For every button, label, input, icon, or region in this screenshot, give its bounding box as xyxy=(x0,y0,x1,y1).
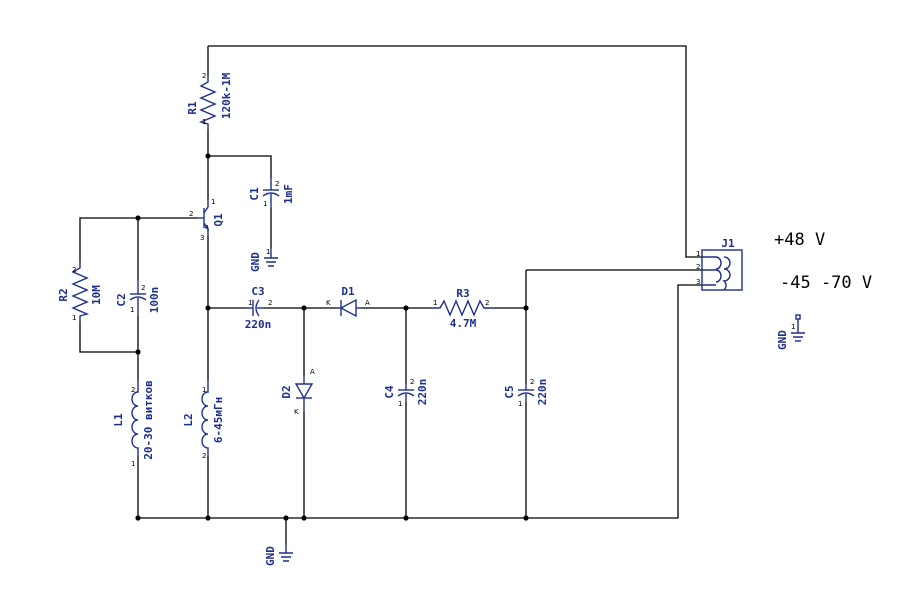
pin-number: 1 xyxy=(263,200,267,208)
c3-value-label: 220n xyxy=(245,318,272,331)
c2-ref-label: C2 xyxy=(115,293,128,306)
c4-value-label: 220n xyxy=(416,379,429,406)
ground-symbol-main: GND xyxy=(264,545,293,566)
pin-number: 1 xyxy=(202,118,206,126)
pin-number: 2 xyxy=(141,284,145,292)
junction-dot xyxy=(403,515,409,521)
pin-number: 2 xyxy=(275,180,279,188)
wires xyxy=(79,45,702,545)
inductor-l2: 1 2 L2 6-45мГн xyxy=(182,380,225,460)
resistor-r2: 2 1 R2 10M xyxy=(57,262,103,322)
j1-ref-label: J1 xyxy=(721,237,735,250)
capacitor-c1: 2 1 C1 1mF xyxy=(248,178,295,208)
junction-dot xyxy=(205,305,211,311)
gnd-label: GND xyxy=(264,546,277,566)
junction-dot xyxy=(205,515,211,521)
junction-dot xyxy=(283,515,289,521)
c5-value-label: 220n xyxy=(536,379,549,406)
pin-number: 1 xyxy=(433,299,437,307)
c4-ref-label: C4 xyxy=(383,385,396,399)
pin-number: 1 xyxy=(72,314,76,322)
resistor-r1: 2 1 R1 120k-1M xyxy=(186,72,233,130)
pin-number: 3 xyxy=(200,234,204,242)
junctions xyxy=(135,153,529,521)
c1-value-label: 1mF xyxy=(282,184,295,204)
pin-number: 2 xyxy=(72,266,76,274)
transistor-q1: 1 2 3 Q1 xyxy=(189,198,225,242)
q1-ref-label: Q1 xyxy=(212,213,225,227)
pin-number: 1 xyxy=(518,400,522,408)
ground-symbol-c1: 1 GND xyxy=(249,248,278,272)
voltage-plus-annotation: +48 V xyxy=(774,230,825,250)
r2-value-label: 10M xyxy=(90,285,103,305)
junction-dot xyxy=(523,515,529,521)
voltage-minus-annotation: -45 -70 V xyxy=(780,273,872,293)
anode-label: A xyxy=(310,368,315,376)
diode-d2: A K D2 xyxy=(280,368,315,416)
junction-dot xyxy=(403,305,409,311)
capacitor-c4: 2 1 C4 220n xyxy=(383,378,429,408)
pin-number: 1 xyxy=(248,299,252,307)
l1-value-label: 20-30 витков xyxy=(142,380,155,459)
pin-number: 3 xyxy=(696,278,700,286)
junction-dot xyxy=(301,305,307,311)
gnd-label: GND xyxy=(776,330,789,350)
r3-ref-label: R3 xyxy=(456,287,469,300)
capacitor-c5: 2 1 C5 220n xyxy=(503,378,549,408)
capacitor-c3: 1 2 C3 220n xyxy=(245,285,273,331)
ground-symbol-right: 1 GND xyxy=(776,314,805,350)
pin-number: 1 xyxy=(130,306,134,314)
c1-ref-label: C1 xyxy=(248,187,261,201)
c5-ref-label: C5 xyxy=(503,385,516,398)
r1-ref-label: R1 xyxy=(186,101,199,115)
c2-value-label: 100n xyxy=(148,287,161,314)
resistor-r3: 1 2 R3 4.7M xyxy=(432,287,494,330)
pin-number: 1 xyxy=(791,323,795,331)
cathode-label: K xyxy=(326,299,331,307)
pin-number: 2 xyxy=(189,210,193,218)
l2-value-label: 6-45мГн xyxy=(212,397,225,443)
pin-number: 1 xyxy=(696,250,700,258)
d2-ref-label: D2 xyxy=(280,385,293,398)
c3-ref-label: C3 xyxy=(251,285,264,298)
pin-number: 2 xyxy=(202,452,206,460)
gnd-label: GND xyxy=(249,252,262,272)
diode-d1: K A D1 xyxy=(326,285,370,318)
pin-number: 2 xyxy=(131,386,135,394)
anode-label: A xyxy=(365,299,370,307)
junction-dot xyxy=(205,153,211,159)
d1-ref-label: D1 xyxy=(341,285,355,298)
r1-value-label: 120k-1M xyxy=(220,72,233,119)
junction-dot xyxy=(135,349,141,355)
pin-number: 2 xyxy=(696,263,700,271)
pin-number: 2 xyxy=(530,378,534,386)
junction-dot xyxy=(523,305,529,311)
l2-ref-label: L2 xyxy=(182,413,195,426)
pin-number: 1 xyxy=(202,386,206,394)
capacitor-c2: 2 1 C2 100n xyxy=(115,280,161,316)
pin-number: 2 xyxy=(268,299,272,307)
inductor-l1: 2 1 L1 20-30 витков xyxy=(112,380,155,468)
pin-number: 1 xyxy=(131,460,135,468)
pin-number: 2 xyxy=(485,299,489,307)
l1-ref-label: L1 xyxy=(112,413,125,427)
pin-number: 1 xyxy=(398,400,402,408)
connector-j1: 1 2 3 J1 xyxy=(696,237,743,291)
junction-dot xyxy=(301,515,307,521)
pin-number: 2 xyxy=(410,378,414,386)
pin-number: 2 xyxy=(202,72,206,80)
junction-dot xyxy=(135,215,141,221)
pin-number: 1 xyxy=(211,198,215,206)
junction-dot xyxy=(135,515,141,521)
r3-value-label: 4.7M xyxy=(450,317,477,330)
r2-ref-label: R2 xyxy=(57,288,70,301)
pin-number: 1 xyxy=(266,248,270,256)
cathode-label: K xyxy=(294,408,299,416)
